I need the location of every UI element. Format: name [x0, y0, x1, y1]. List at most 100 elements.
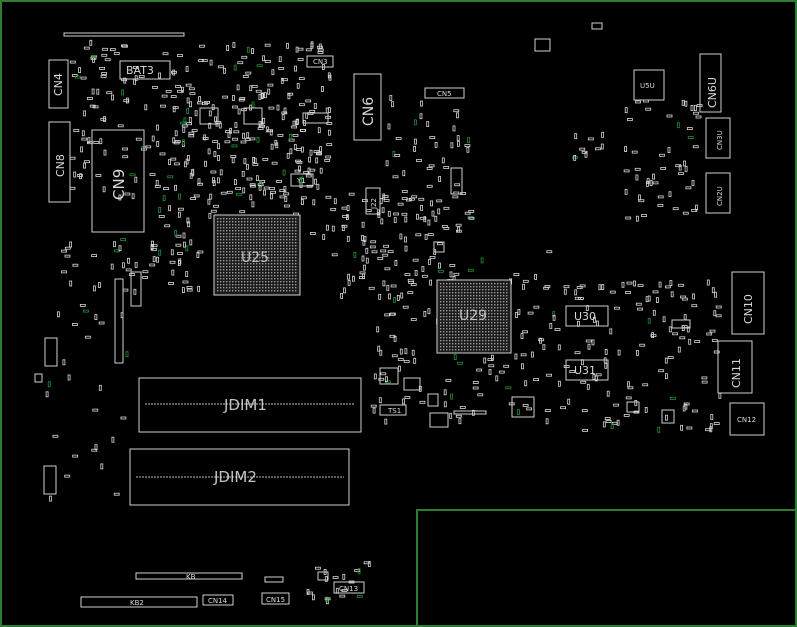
bga-ball [283, 245, 285, 247]
bga-ball [274, 251, 276, 253]
bga-ball [458, 331, 460, 333]
bga-ball [217, 272, 219, 274]
bga-ball [295, 230, 297, 232]
bga-ball [232, 236, 234, 238]
smd-pad [245, 71, 252, 75]
smd-pad [84, 160, 90, 164]
smd-pad [683, 160, 686, 167]
bga-ball [295, 221, 297, 223]
smd-pad [94, 444, 98, 451]
bga-ball [476, 310, 478, 312]
smd-pad [672, 207, 679, 211]
bga-ball [244, 290, 246, 292]
smd-pad [175, 243, 182, 247]
bga-ball [494, 298, 496, 300]
bga-ball [268, 260, 270, 262]
smd-pad [185, 245, 189, 252]
bga-ball [265, 233, 267, 235]
bga-ball [223, 263, 225, 265]
bga-ball [491, 346, 493, 348]
smd-pad [181, 287, 185, 294]
smd-pad [194, 110, 198, 117]
bga-ball [497, 289, 499, 291]
bga-ball [446, 334, 448, 336]
bga-ball [217, 239, 219, 241]
bga-ball [250, 251, 252, 253]
smd-pad [645, 296, 649, 303]
bga-ball [455, 337, 457, 339]
smd-pad [372, 407, 376, 414]
smd-pad [158, 72, 162, 79]
bga-ball [226, 263, 228, 265]
bga-ball [241, 278, 243, 280]
smd-pad [156, 124, 159, 131]
bga-ball [274, 227, 276, 229]
smd-pad [240, 140, 247, 144]
bga-ball [259, 254, 261, 256]
bga-ball [262, 284, 264, 286]
smd-pad [427, 233, 434, 237]
bga-ball [262, 257, 264, 259]
smd-pad [678, 172, 684, 176]
bga-ball [503, 292, 505, 294]
bga-ball [238, 281, 240, 283]
bga-ball [229, 233, 231, 235]
bga-ball [461, 301, 463, 303]
bga-ball [277, 248, 279, 250]
smd-pad [415, 233, 422, 237]
smd-pad [667, 147, 671, 154]
u31-label: U31 [574, 364, 596, 377]
bga-ball [455, 301, 457, 303]
smd-pad [131, 193, 135, 200]
smd-pad [118, 245, 122, 252]
cn14-label: CN14 [208, 597, 228, 605]
bga-ball [286, 272, 288, 274]
bga-ball [253, 251, 255, 253]
bga-ball [268, 254, 270, 256]
bga-ball [295, 263, 297, 265]
bga-ball [476, 301, 478, 303]
bga-ball [461, 340, 463, 342]
bga-ball [446, 325, 448, 327]
bga-ball [488, 301, 490, 303]
smd-pad [309, 168, 316, 172]
smd-pad [197, 101, 203, 105]
smd-pad [455, 414, 462, 418]
bga-ball [259, 290, 261, 292]
bga-ball [503, 334, 505, 336]
bga-ball [250, 287, 252, 289]
smd-pad [356, 595, 363, 598]
smd-pad [488, 364, 495, 368]
bga-ball [271, 284, 273, 286]
cn9-label: CN9 [110, 169, 128, 200]
smd-pad [464, 144, 471, 148]
smd-pad [601, 284, 605, 290]
bga-ball [280, 233, 282, 235]
smd-pad [197, 182, 204, 186]
smd-pad [614, 306, 620, 310]
bga-ball [220, 272, 222, 274]
smd-pad [378, 397, 382, 404]
bga-ball [271, 224, 273, 226]
bga-ball [268, 239, 270, 241]
bga-ball [455, 340, 457, 342]
bga-ball [473, 292, 475, 294]
smd-pad [189, 92, 196, 95]
bga-ball [241, 281, 243, 283]
bga-ball [238, 257, 240, 259]
smd-pad [343, 287, 346, 294]
bga-ball [286, 230, 288, 232]
bga-ball [247, 248, 249, 250]
smd-pad [251, 101, 255, 108]
bga-ball [235, 233, 237, 235]
bga-ball [286, 236, 288, 238]
bga-ball [470, 334, 472, 336]
bga-ball [473, 298, 475, 300]
bga-ball [479, 286, 481, 288]
bga-ball [461, 328, 463, 330]
bga-ball [479, 304, 481, 306]
bga-ball [247, 284, 249, 286]
bga-ball [440, 289, 442, 291]
smd-pad [299, 128, 306, 132]
smd-pad [251, 85, 258, 88]
